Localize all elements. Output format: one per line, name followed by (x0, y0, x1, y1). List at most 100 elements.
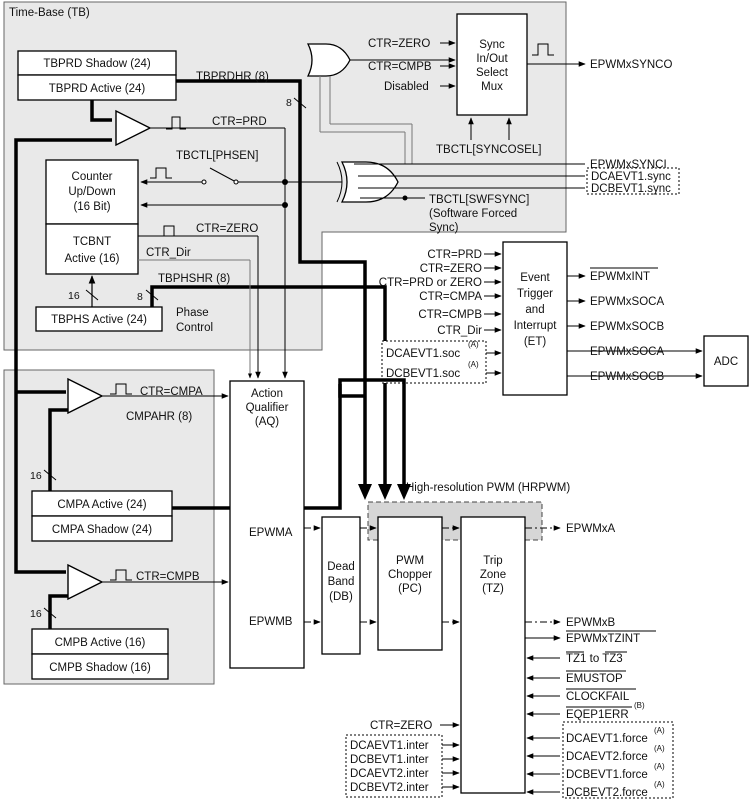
counter-bus (14, 138, 112, 574)
pc-l3: (PC) (398, 583, 422, 595)
tz-out-tzint: EPWMxTZINT (566, 633, 640, 645)
et-in-ctr-zero: CTR=ZERO (420, 263, 482, 275)
counter-l3: (16 Bit) (73, 201, 110, 213)
et-in-ctr-prd: CTR=PRD (427, 249, 482, 261)
tz-out-epwmxa: EPWMxA (566, 523, 616, 535)
et-l3: and (525, 304, 544, 316)
ctr-prd-label: CTR=PRD (212, 116, 267, 128)
synco-label: EPWMxSYNCO (590, 59, 672, 71)
phsen-switch-blade (209, 167, 237, 183)
db-l3: (DB) (329, 591, 353, 603)
bus-width-slash (293, 97, 307, 109)
ctr-cmpa-label: CTR=CMPA (140, 386, 203, 398)
tz-in-ctr-zero: CTR=ZERO (370, 720, 432, 732)
cmpa-shadow-box (31, 515, 173, 542)
syncosel-label: TBCTL[SYNCOSEL] (436, 144, 541, 156)
tbprd-active-box (17, 74, 177, 101)
cmpb-bus-width: 16 (30, 608, 42, 620)
sync-mux-box (456, 13, 528, 116)
aq-box (229, 380, 305, 669)
et-in-dcaevt1-soc: DCAEVT1.soc (386, 348, 460, 360)
dcevt-force-box (562, 721, 674, 799)
swfsync-l1: TBCTL[SWFSYNC] (429, 194, 529, 206)
et-l5: (ET) (524, 336, 547, 348)
synco-pulse-icon (532, 43, 554, 56)
tz-sup-a-1: (A) (654, 726, 665, 735)
tz-in-dcaevt2-force: DCAEVT2.force (566, 751, 648, 763)
dcbevt1-sync-label: DCBEVT1.sync (591, 183, 671, 195)
phase-control-l1: Phase (176, 307, 209, 319)
cmpa-pulse-icon (110, 383, 132, 395)
tbphshr-bus-width: 8 (137, 291, 143, 303)
dcevt-inter-box (345, 734, 443, 798)
et-l1: Event (520, 272, 550, 284)
tbprd-active-label: TBPRD Active (24) (49, 83, 146, 95)
tz-in-dcbevt2-force: DCBEVT2.force (566, 787, 648, 799)
tz-in-eqep1err: EQEP1ERR (566, 709, 629, 721)
tbprdhr-branch (338, 384, 365, 398)
et-out-int: EPWMxINT (590, 271, 650, 283)
tz-in-dcaevt2-inter: DCAEVT2.inter (350, 768, 429, 780)
et-in-dcbevt1-soc: DCBEVT1.soc (386, 368, 460, 380)
et-l2: Trigger (517, 288, 553, 300)
prd-pulse-icon (166, 116, 186, 130)
sync-or-gate-bottom (340, 161, 399, 203)
tz-out-epwmxb: EPWMxB (566, 617, 616, 629)
pc-box (377, 516, 443, 651)
cmpa-bus-width: 16 (30, 470, 42, 482)
tz-in-dcaevt1-force: DCAEVT1.force (566, 733, 648, 745)
tz-in-emustop: EMUSTOP (566, 673, 623, 685)
sync-mux-l2: In/Out (476, 53, 508, 65)
et-in-ctr-dir: CTR_Dir (437, 325, 482, 337)
cmpa-active-to-comparator (48, 408, 68, 491)
tbprdhr-bus (176, 79, 367, 484)
sync-ctr-cmpb-label: CTR=CMPB (368, 61, 432, 73)
cmpahr-bus-arrow (397, 484, 411, 500)
tcbnt-l2: Active (16) (65, 253, 120, 265)
tbprd-to-comparator (90, 100, 112, 122)
db-l2: Band (328, 576, 355, 588)
ctr-zero-label: CTR=ZERO (196, 223, 258, 235)
tbphs-bus-width: 16 (68, 290, 80, 302)
sync-disabled-label: Disabled (384, 81, 429, 93)
ctr-dir-label: CTR_Dir (146, 247, 191, 259)
tbphshr-bus (150, 285, 387, 484)
tcbnt-box (45, 223, 139, 275)
cmpa-shadow-label: CMPA Shadow (24) (52, 524, 152, 536)
tz-in-tz1-tz3: TZ1 to TZ3 (566, 653, 623, 665)
time-base-title: Time-Base (TB) (9, 7, 90, 19)
hrpwm-title: High-resolution PWM (HRPWM) (406, 482, 570, 494)
cmpb-active-to-comparator (48, 594, 68, 629)
et-in-ctr-cmpa: CTR=CMPA (419, 291, 482, 303)
cmpb-comparator (67, 563, 104, 601)
tbprd-shadow-label: TBPRD Shadow (24) (43, 58, 151, 70)
aq-l1: Action (251, 388, 283, 400)
tbctl-phsen-label: TBCTL[PHSEN] (176, 150, 258, 162)
tz-sup-a-2: (A) (654, 744, 665, 753)
tz-sup-a-4: (A) (654, 780, 665, 789)
tz-in-dcbevt1-force: DCBEVT1.force (566, 769, 648, 781)
tbprdhr-label: TBPRDHR (8) (196, 71, 269, 83)
tz-sup-a-3: (A) (654, 762, 665, 771)
cmpb-active-label: CMPB Active (16) (55, 637, 146, 649)
ctr-cmpb-label: CTR=CMPB (136, 571, 200, 583)
dcaevt1-sync-label: DCAEVT1.sync (591, 171, 671, 183)
aq-l2: Qualifier (246, 402, 289, 414)
tbphs-bus-slash (85, 289, 99, 301)
dcevt-soc-box (381, 340, 487, 384)
cmpa-comparator (67, 377, 104, 415)
et-in-ctr-cmpb: CTR=CMPB (418, 309, 482, 321)
et-sup-a-2: (A) (468, 360, 479, 369)
et-in-ctr-prd-or-zero: CTR=PRD or ZERO (379, 277, 482, 289)
tz-l2: Zone (480, 569, 506, 581)
swfsync-l3: Sync) (429, 222, 459, 234)
cmpa-active-label: CMPA Active (24) (57, 499, 146, 511)
cmpb-bus-slash (43, 607, 57, 619)
et-out-socb: EPWMxSOCB (590, 321, 664, 333)
counter-l1: Counter (72, 171, 113, 183)
et-box (502, 241, 568, 396)
tz-box (460, 516, 526, 794)
db-box (321, 516, 361, 655)
